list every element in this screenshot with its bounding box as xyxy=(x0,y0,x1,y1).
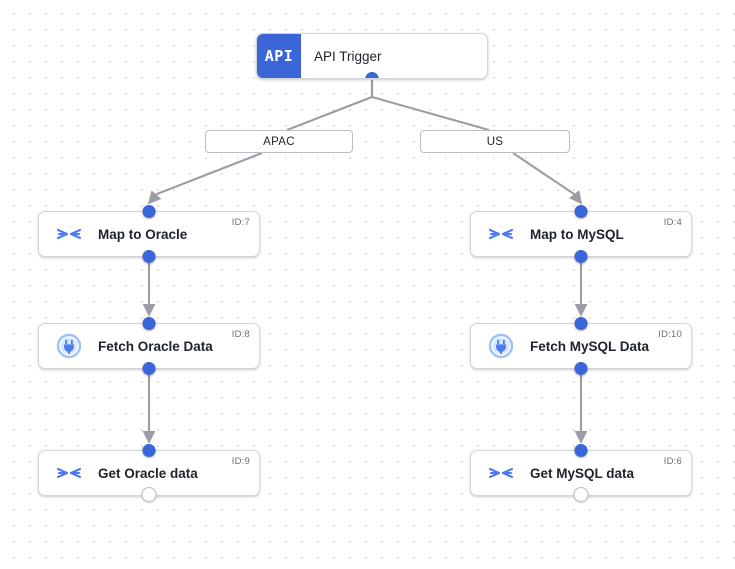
edge-trigger-to-apac xyxy=(286,80,374,131)
node-id-label: ID:10 xyxy=(658,329,682,340)
node-id-label: ID:7 xyxy=(231,217,250,228)
node-fetch-oracle-data[interactable]: Fetch Oracle Data ID:8 xyxy=(38,317,260,375)
node-id-label: ID:4 xyxy=(663,217,682,228)
node-map-to-oracle[interactable]: Map to Oracle ID:7 xyxy=(38,205,260,263)
port-bottom[interactable] xyxy=(574,250,588,263)
branch-label-us[interactable]: US xyxy=(420,130,570,153)
port-top[interactable] xyxy=(574,444,588,457)
port-top[interactable] xyxy=(574,317,588,330)
node-id-label: ID:6 xyxy=(663,456,682,467)
node-fetch-mysql-data[interactable]: Fetch MySQL Data ID:10 xyxy=(470,317,692,375)
port-top[interactable] xyxy=(142,205,156,218)
edge-apac-to-map-oracle xyxy=(147,152,263,205)
node-label: API Trigger xyxy=(314,48,382,64)
node-get-oracle-data[interactable]: Get Oracle data ID:9 xyxy=(38,444,260,502)
node-label: Fetch Oracle Data xyxy=(98,338,213,354)
node-label: Map to Oracle xyxy=(98,226,188,242)
edge-us-to-map-mysql xyxy=(512,152,583,205)
merge-arrows-icon xyxy=(54,458,84,488)
branch-label-apac[interactable]: APAC xyxy=(205,130,353,153)
edge-trigger-to-us xyxy=(370,80,490,132)
port-bottom[interactable] xyxy=(142,362,156,375)
port-bottom[interactable] xyxy=(142,250,156,263)
port-bottom[interactable] xyxy=(365,72,379,78)
node-label: Fetch MySQL Data xyxy=(530,338,650,354)
connector-plug-icon xyxy=(486,331,516,361)
merge-arrows-icon xyxy=(54,219,84,249)
merge-arrows-icon xyxy=(486,458,516,488)
node-get-mysql-data[interactable]: Get MySQL data ID:6 xyxy=(470,444,692,502)
node-label: Get Oracle data xyxy=(98,465,198,481)
node-id-label: ID:9 xyxy=(231,456,250,467)
port-top[interactable] xyxy=(142,317,156,330)
node-id-label: ID:8 xyxy=(231,329,250,340)
node-map-to-mysql[interactable]: Map to MySQL ID:4 xyxy=(470,205,692,263)
node-label: Map to MySQL xyxy=(530,226,624,242)
connector-plug-icon xyxy=(54,331,84,361)
port-bottom[interactable] xyxy=(574,362,588,375)
port-top[interactable] xyxy=(142,444,156,457)
node-label: Get MySQL data xyxy=(530,465,635,481)
node-api-trigger[interactable]: API API Trigger xyxy=(256,33,488,79)
port-bottom[interactable] xyxy=(573,487,589,502)
api-badge-icon: API xyxy=(257,34,301,78)
port-top[interactable] xyxy=(574,205,588,218)
port-bottom[interactable] xyxy=(141,487,157,502)
merge-arrows-icon xyxy=(486,219,516,249)
